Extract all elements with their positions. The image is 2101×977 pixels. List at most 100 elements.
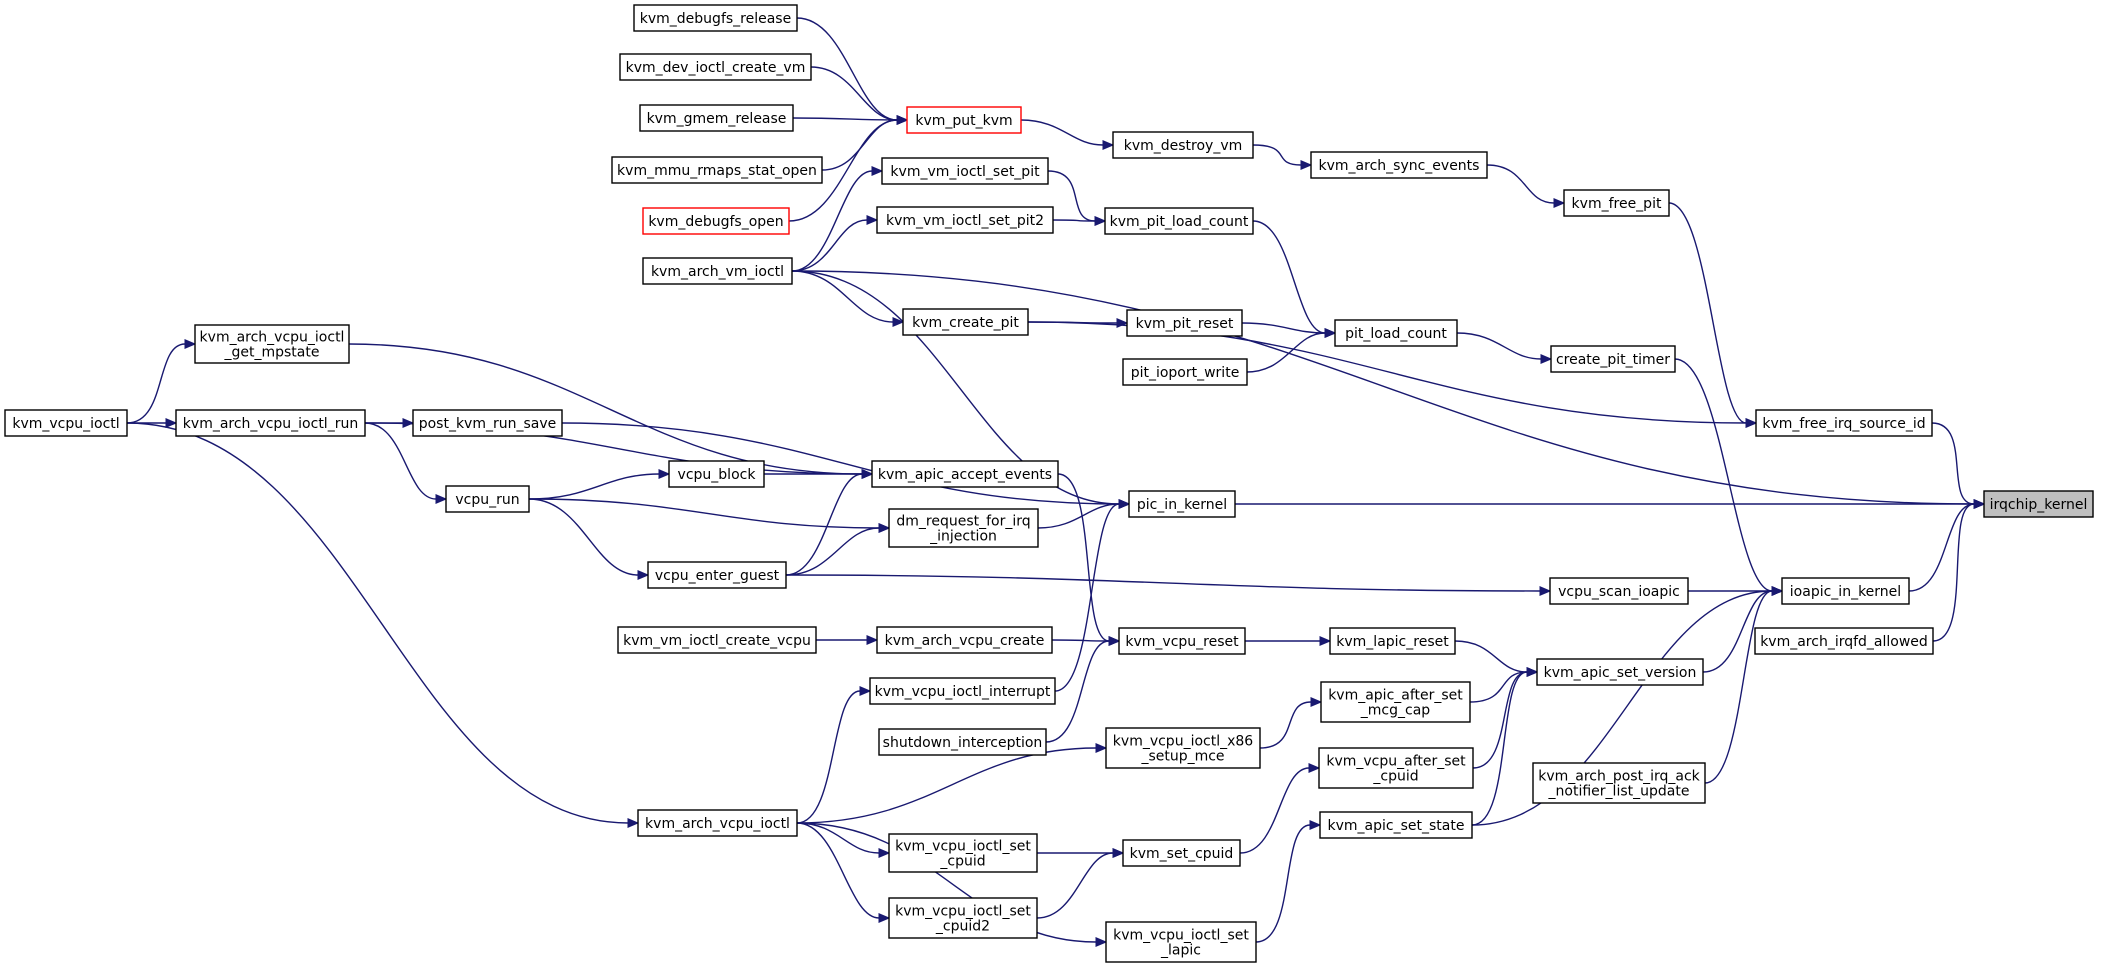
function-node-box[interactable] xyxy=(1549,577,1689,605)
function-node-kvm-set-cpuid[interactable]: kvm_set_cpuid xyxy=(1122,839,1241,867)
function-node-kvm-apic-set-version[interactable]: kvm_apic_set_version xyxy=(1536,658,1704,686)
function-node-kvm-arch-sync-events[interactable]: kvm_arch_sync_events xyxy=(1310,151,1488,179)
function-node-box[interactable] xyxy=(902,308,1029,336)
function-node-box[interactable] xyxy=(1122,358,1248,386)
function-node-box[interactable] xyxy=(1319,811,1473,839)
function-node-kvm-vcpu-ioctl-set-cpuid[interactable]: kvm_vcpu_ioctl_set_cpuid xyxy=(888,833,1038,873)
function-node-box[interactable] xyxy=(1105,921,1257,963)
function-node-kvm-dev-ioctl-create-vm[interactable]: kvm_dev_ioctl_create_vm xyxy=(619,53,812,81)
function-node-kvm-vcpu-ioctl-set-lapic[interactable]: kvm_vcpu_ioctl_set_lapic xyxy=(1105,921,1257,963)
function-node-box[interactable] xyxy=(1122,839,1241,867)
function-node-post-kvm-run-save[interactable]: post_kvm_run_save xyxy=(412,409,563,437)
function-node-box[interactable] xyxy=(668,460,765,488)
function-node-kvm-pit-reset[interactable]: kvm_pit_reset xyxy=(1126,309,1243,337)
function-node-kvm-free-pit[interactable]: kvm_free_pit xyxy=(1563,189,1670,217)
function-node-kvm-arch-vcpu-ioctl-get-mpstate[interactable]: kvm_arch_vcpu_ioctl_get_mpstate xyxy=(194,324,350,364)
function-node-box[interactable] xyxy=(871,460,1059,488)
function-node-kvm-arch-vcpu-ioctl[interactable]: kvm_arch_vcpu_ioctl xyxy=(637,809,798,837)
function-node-kvm-apic-after-set-mcg-cap[interactable]: kvm_apic_after_set_mcg_cap xyxy=(1320,681,1471,723)
function-node-box[interactable] xyxy=(633,4,798,32)
function-node-kvm-vcpu-ioctl-interrupt[interactable]: kvm_vcpu_ioctl_interrupt xyxy=(869,677,1056,705)
function-node-box[interactable] xyxy=(888,508,1039,548)
function-node-kvm-destroy-vm[interactable]: kvm_destroy_vm xyxy=(1112,131,1254,159)
function-node-box[interactable] xyxy=(647,561,787,589)
function-node-kvm-debugfs-open[interactable]: kvm_debugfs_open xyxy=(642,207,790,235)
function-node-vcpu-enter-guest[interactable]: vcpu_enter_guest xyxy=(647,561,787,589)
function-node-box[interactable] xyxy=(1329,627,1456,655)
function-node-box[interactable] xyxy=(4,409,128,437)
function-node-kvm-vm-ioctl-set-pit[interactable]: kvm_vm_ioctl_set_pit xyxy=(881,157,1049,185)
function-node-kvm-debugfs-release[interactable]: kvm_debugfs_release xyxy=(633,4,798,32)
function-node-box[interactable] xyxy=(617,626,817,654)
function-node-box[interactable] xyxy=(642,257,793,285)
function-node-vcpu-block[interactable]: vcpu_block xyxy=(668,460,765,488)
function-node-kvm-vm-ioctl-set-pit2[interactable]: kvm_vm_ioctl_set_pit2 xyxy=(876,206,1054,234)
function-node-create-pit-timer[interactable]: create_pit_timer xyxy=(1550,345,1676,373)
function-node-shutdown-interception[interactable]: shutdown_interception xyxy=(878,728,1047,756)
function-node-box[interactable] xyxy=(906,106,1022,134)
function-node-vcpu-run[interactable]: vcpu_run xyxy=(445,485,530,513)
function-node-dm-request-for-irq-injection[interactable]: dm_request_for_irq_injection xyxy=(888,508,1039,548)
function-node-box[interactable] xyxy=(639,104,794,132)
function-node-kvm-gmem-release[interactable]: kvm_gmem_release xyxy=(639,104,794,132)
function-node-kvm-arch-vm-ioctl[interactable]: kvm_arch_vm_ioctl xyxy=(642,257,793,285)
function-node-kvm-apic-accept-events[interactable]: kvm_apic_accept_events xyxy=(871,460,1059,488)
function-node-box[interactable] xyxy=(1310,151,1488,179)
function-node-box[interactable] xyxy=(445,485,530,513)
function-node-box[interactable] xyxy=(1532,762,1706,804)
function-node-box[interactable] xyxy=(194,324,350,364)
function-node-box[interactable] xyxy=(175,409,366,437)
function-node-box[interactable] xyxy=(412,409,563,437)
function-node-kvm-put-kvm[interactable]: kvm_put_kvm xyxy=(906,106,1022,134)
function-node-box[interactable] xyxy=(1112,131,1254,159)
function-node-kvm-lapic-reset[interactable]: kvm_lapic_reset xyxy=(1329,627,1456,655)
function-node-pit-ioport-write[interactable]: pit_ioport_write xyxy=(1122,358,1248,386)
function-node-pic-in-kernel[interactable]: pic_in_kernel xyxy=(1128,490,1236,518)
function-node-kvm-arch-post-irq-ack-notifier-list-update[interactable]: kvm_arch_post_irq_ack_notifier_list_upda… xyxy=(1532,762,1706,804)
function-node-box[interactable] xyxy=(611,156,823,184)
function-node-box[interactable] xyxy=(881,157,1049,185)
function-node-box[interactable] xyxy=(876,626,1053,654)
function-node-box[interactable] xyxy=(1320,681,1471,723)
function-node-kvm-create-pit[interactable]: kvm_create_pit xyxy=(902,308,1029,336)
function-node-box[interactable] xyxy=(1563,189,1670,217)
function-node-box[interactable] xyxy=(1781,577,1910,605)
function-node-box[interactable] xyxy=(619,53,812,81)
function-node-box[interactable] xyxy=(1118,627,1246,655)
function-node-kvm-apic-set-state[interactable]: kvm_apic_set_state xyxy=(1319,811,1473,839)
function-node-box[interactable] xyxy=(1550,345,1676,373)
function-node-box[interactable] xyxy=(888,897,1038,939)
function-node-box[interactable] xyxy=(637,809,798,837)
function-node-kvm-pit-load-count[interactable]: kvm_pit_load_count xyxy=(1104,207,1254,235)
function-node-box[interactable] xyxy=(878,728,1047,756)
function-node-kvm-vcpu-after-set-cpuid[interactable]: kvm_vcpu_after_set_cpuid xyxy=(1318,747,1474,789)
function-node-box[interactable] xyxy=(1126,309,1243,337)
function-node-box[interactable] xyxy=(642,207,790,235)
function-node-box[interactable] xyxy=(888,833,1038,873)
function-node-kvm-free-irq-source-id[interactable]: kvm_free_irq_source_id xyxy=(1755,409,1933,437)
function-node-vcpu-scan-ioapic[interactable]: vcpu_scan_ioapic xyxy=(1549,577,1689,605)
function-node-box[interactable] xyxy=(1104,207,1254,235)
function-node-kvm-mmu-rmaps-stat-open[interactable]: kvm_mmu_rmaps_stat_open xyxy=(611,156,823,184)
function-node-kvm-arch-vcpu-create[interactable]: kvm_arch_vcpu_create xyxy=(876,626,1053,654)
function-node-box[interactable] xyxy=(1128,490,1236,518)
function-node-box[interactable] xyxy=(1334,319,1458,347)
function-node-box[interactable] xyxy=(876,206,1054,234)
function-node-box[interactable] xyxy=(1755,409,1933,437)
function-node-box[interactable] xyxy=(1105,727,1261,769)
function-node-kvm-vcpu-ioctl-x86-setup-mce[interactable]: kvm_vcpu_ioctl_x86_setup_mce xyxy=(1105,727,1261,769)
function-node-box[interactable] xyxy=(869,677,1056,705)
function-node-kvm-vm-ioctl-create-vcpu[interactable]: kvm_vm_ioctl_create_vcpu xyxy=(617,626,817,654)
function-node-box[interactable] xyxy=(1536,658,1704,686)
function-node-kvm-arch-vcpu-ioctl-run[interactable]: kvm_arch_vcpu_ioctl_run xyxy=(175,409,366,437)
function-node-box[interactable] xyxy=(1318,747,1474,789)
function-node-irqchip-kernel[interactable]: irqchip_kernel xyxy=(1983,490,2094,518)
function-node-kvm-vcpu-ioctl-set-cpuid2[interactable]: kvm_vcpu_ioctl_set_cpuid2 xyxy=(888,897,1038,939)
function-node-kvm-arch-irqfd-allowed[interactable]: kvm_arch_irqfd_allowed xyxy=(1754,627,1934,655)
function-node-box[interactable] xyxy=(1754,627,1934,655)
function-node-kvm-vcpu-reset[interactable]: kvm_vcpu_reset xyxy=(1118,627,1246,655)
function-node-pit-load-count[interactable]: pit_load_count xyxy=(1334,319,1458,347)
function-node-kvm-vcpu-ioctl[interactable]: kvm_vcpu_ioctl xyxy=(4,409,128,437)
function-node-ioapic-in-kernel[interactable]: ioapic_in_kernel xyxy=(1781,577,1910,605)
function-node-box[interactable] xyxy=(1983,490,2094,518)
